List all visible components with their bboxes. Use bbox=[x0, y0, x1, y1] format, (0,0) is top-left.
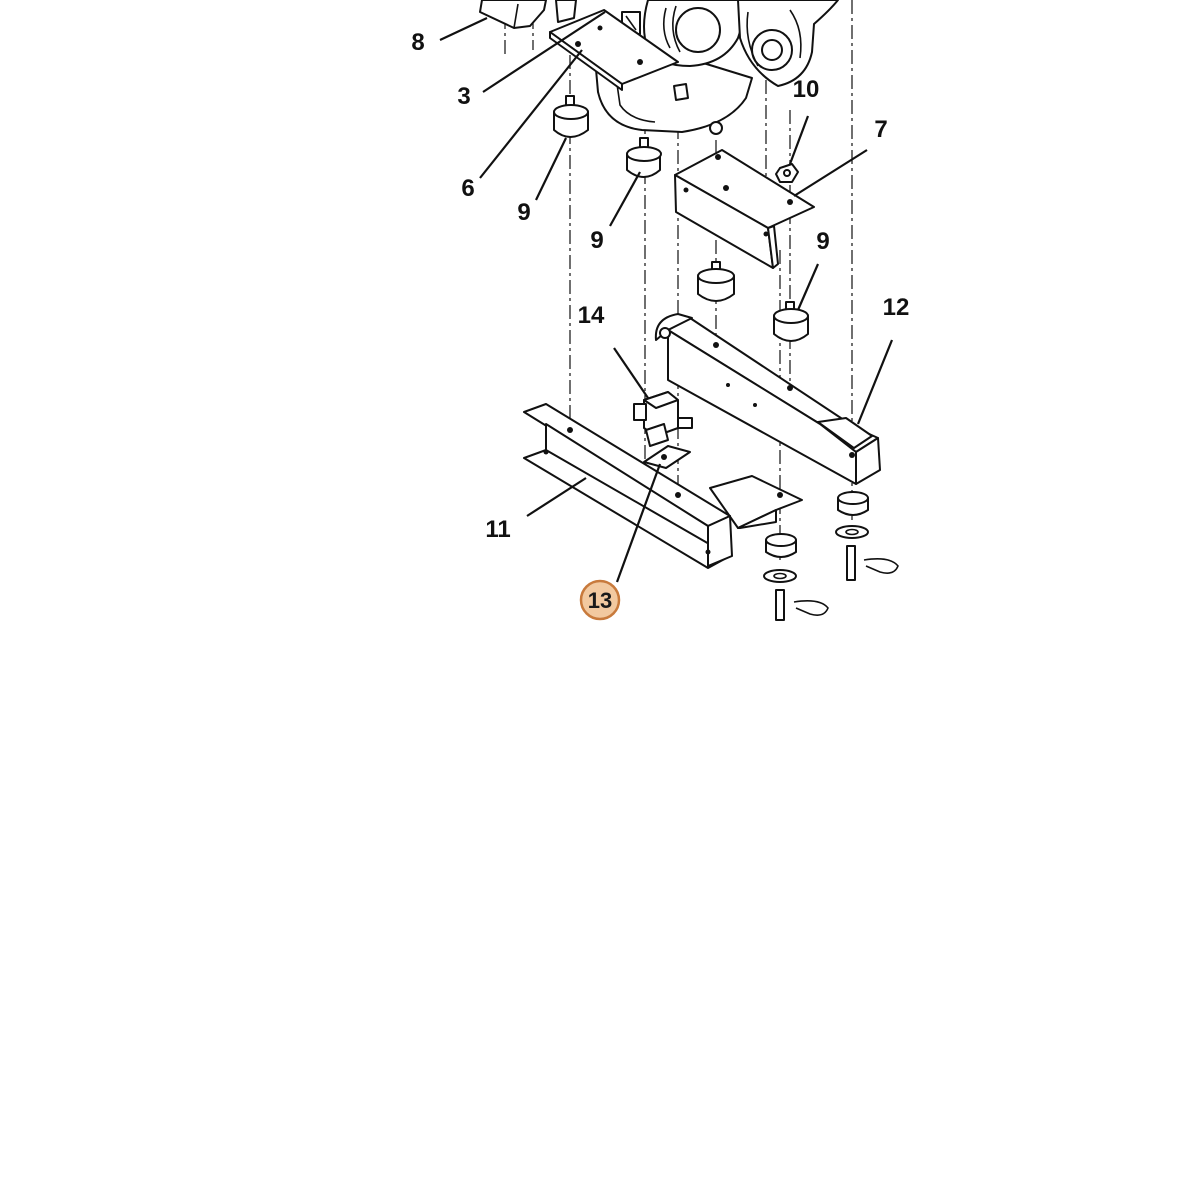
part-7-angle-bracket bbox=[674, 149, 815, 269]
callout-9-right: 9 bbox=[816, 228, 829, 255]
part-13-plate bbox=[641, 445, 691, 469]
part-3-mount-plate bbox=[549, 9, 679, 91]
part-9-isolators bbox=[553, 95, 809, 342]
callout-labels: 8 3 6 9 9 10 7 9 14 12 11 bbox=[411, 29, 909, 543]
callout-10: 10 bbox=[793, 76, 820, 103]
part-14-pump bbox=[633, 391, 693, 447]
callout-11: 11 bbox=[485, 516, 510, 543]
callout-8: 8 bbox=[411, 29, 424, 56]
part-10-nut bbox=[775, 163, 799, 183]
part-8-bracket bbox=[479, 0, 577, 29]
highlight-badge bbox=[579, 579, 621, 621]
callout-13: 13 bbox=[588, 588, 612, 613]
engine-assembly bbox=[594, 0, 839, 135]
highlighted-callout-13[interactable]: 13 bbox=[579, 579, 621, 621]
callout-14: 14 bbox=[578, 302, 605, 329]
mounting-hardware bbox=[763, 491, 899, 621]
callout-9-left: 9 bbox=[517, 199, 530, 226]
callout-3: 3 bbox=[457, 83, 470, 110]
leader-lines bbox=[439, 11, 894, 583]
callout-7: 7 bbox=[874, 116, 887, 143]
callout-9-middle: 9 bbox=[590, 227, 603, 254]
part-12-frame-channel bbox=[654, 313, 881, 529]
callout-12: 12 bbox=[883, 294, 910, 321]
callout-6: 6 bbox=[461, 175, 474, 202]
part-11-frame-channel bbox=[523, 403, 733, 569]
